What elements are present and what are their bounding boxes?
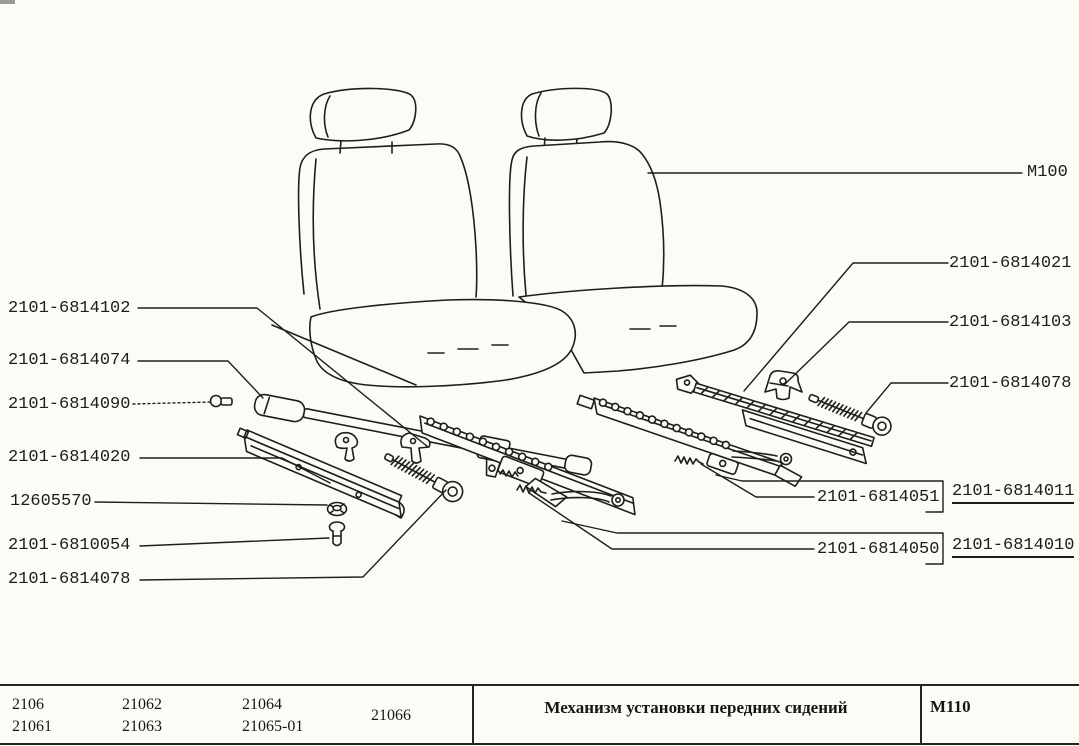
bracket-clamp-a <box>334 431 359 462</box>
part-label: 2101-6814078 <box>8 570 131 589</box>
part-label-boxed: 2101-6814051 <box>817 488 940 507</box>
model-column: 21064 21065-01 <box>242 694 303 738</box>
part-label-alternate: 2101-6814010 <box>952 537 1075 558</box>
bolt-6814090 <box>209 394 233 408</box>
seat-left <box>271 87 577 388</box>
part-label: 2101-6814102 <box>8 299 131 318</box>
model-number: 21065-01 <box>242 718 304 735</box>
part-label: 2101-6814020 <box>8 448 131 467</box>
part-label: 12605570 <box>10 492 92 511</box>
model-number: 21062 <box>122 696 162 713</box>
adjuster-handle-right <box>731 450 793 466</box>
slide-rail-6814051 <box>576 394 803 488</box>
model-number: 21061 <box>12 718 52 735</box>
table-divider <box>472 686 474 743</box>
tension-screw-6814078-right <box>808 393 892 436</box>
seat-right <box>508 87 758 374</box>
part-label: 2101-6814021 <box>949 254 1072 273</box>
part-label: 2101-6814078 <box>949 374 1072 393</box>
part-label: 2101-6814074 <box>8 351 131 370</box>
model-number: 2106 <box>12 696 44 713</box>
bolt-6810054 <box>328 521 346 547</box>
spring-small <box>499 469 519 478</box>
leader-lines <box>94 172 1023 581</box>
model-column: 21066 <box>371 705 411 727</box>
table-divider <box>920 686 922 743</box>
bracket-clamp-b <box>400 432 431 464</box>
slide-rail-6814021 <box>675 374 875 465</box>
label-brackets <box>561 474 944 565</box>
adjuster-handle-left <box>550 490 625 507</box>
slide-rail-6814020 <box>236 427 405 519</box>
part-label: 2101-6814103 <box>949 313 1072 332</box>
scan-artifact <box>0 0 15 4</box>
assembly-code-label: М100 <box>1027 163 1068 182</box>
model-column: 21062 21063 <box>122 694 162 738</box>
model-number: 21064 <box>242 696 282 713</box>
title-block: 2106 21061 21062 21063 21064 21065-01 21066… <box>0 684 1079 745</box>
spring-6814050 <box>516 484 547 494</box>
part-label: 2101-6810054 <box>8 536 131 555</box>
center-rail-assembly <box>419 415 636 516</box>
spring-6814051 <box>674 455 704 465</box>
model-number: 21066 <box>371 707 411 724</box>
model-number: 21063 <box>122 718 162 735</box>
part-label-alternate: 2101-6814011 <box>952 483 1075 504</box>
part-label: 2101-6814090 <box>8 395 131 414</box>
tension-screw-6814078-left <box>384 453 464 503</box>
sheet-title: Механизм установки передних сидений <box>544 698 848 717</box>
model-column: 2106 21061 <box>12 694 52 738</box>
sheet-code: М110 <box>930 697 971 716</box>
nut-12605570 <box>326 501 348 517</box>
part-label-boxed: 2101-6814050 <box>817 540 940 559</box>
